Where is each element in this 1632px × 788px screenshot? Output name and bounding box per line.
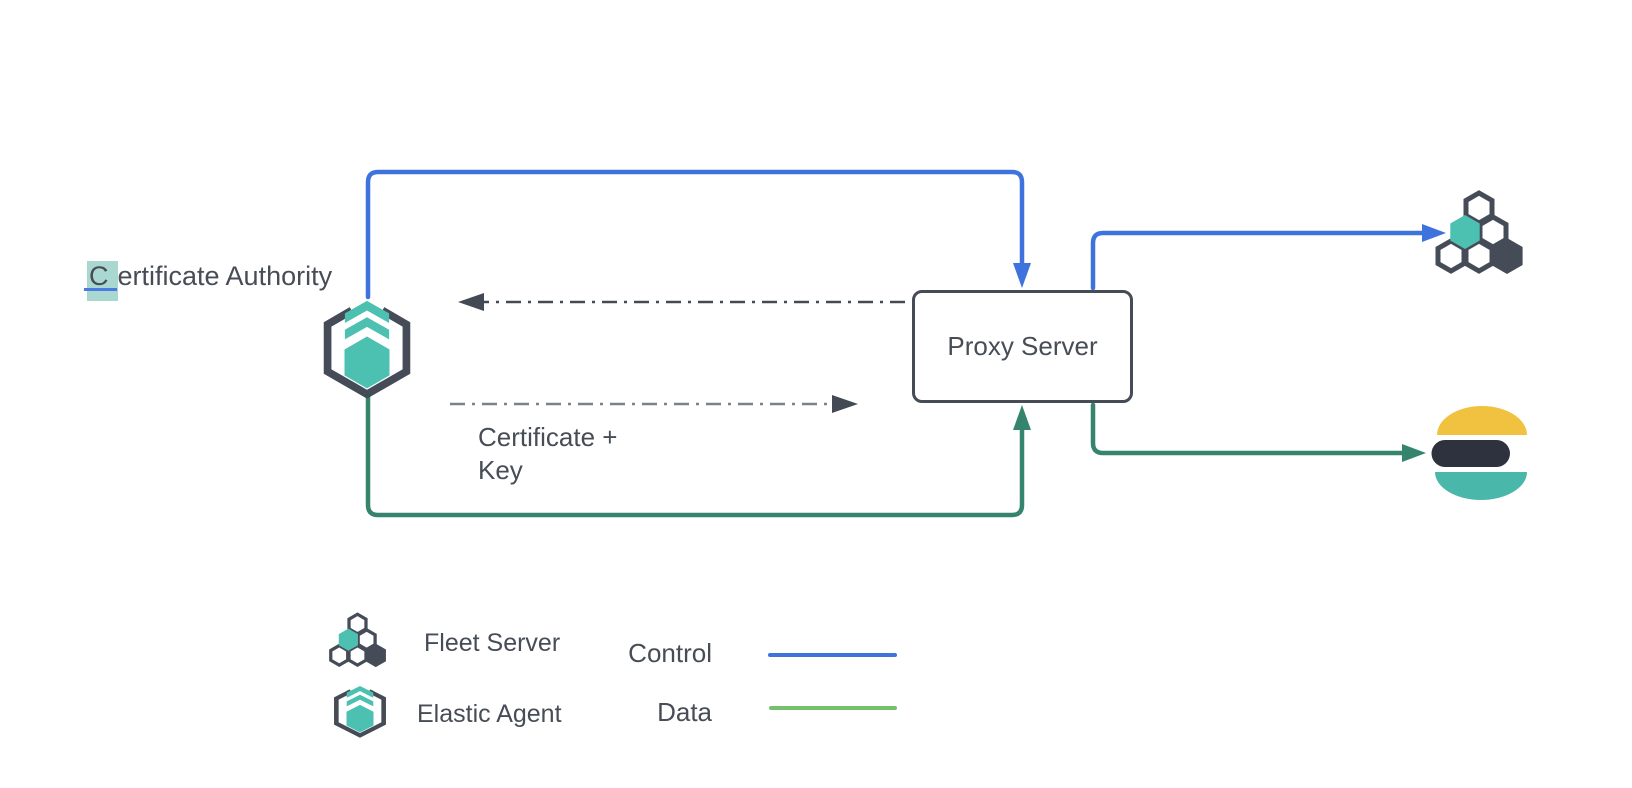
- agent-chevron-top: [344, 300, 390, 323]
- data-line: [1090, 402, 1406, 456]
- certificate-return-connector[interactable]: [458, 293, 905, 311]
- fleet-hex-dark: [1491, 238, 1523, 274]
- control-connector-proxy-to-fleet[interactable]: [1090, 224, 1446, 291]
- elastic-agent-icon[interactable]: [317, 296, 417, 400]
- legend-control-line-swatch[interactable]: [768, 653, 897, 657]
- data-connector-agent-to-proxy[interactable]: [365, 393, 1031, 518]
- elasticsearch-icon[interactable]: [1430, 403, 1530, 501]
- arrowhead-down-icon: [1013, 263, 1031, 288]
- text-caret-underline: [84, 288, 117, 291]
- elasticsearch-bottom-arc: [1435, 472, 1527, 500]
- data-connector-proxy-to-elasticsearch[interactable]: [1090, 402, 1426, 462]
- agent-bracket-frame: [323, 307, 411, 399]
- legend-control-label[interactable]: Control: [628, 638, 712, 668]
- agent-chevron-bottom: [344, 317, 390, 340]
- legend-fleet-server-label[interactable]: Fleet Server: [424, 629, 561, 657]
- arrowhead-right-icon: [1402, 444, 1426, 462]
- fleet-hex-dark: [365, 643, 386, 668]
- arrowhead-up-icon: [1013, 405, 1031, 430]
- text-selection-highlight: C: [87, 261, 118, 301]
- arrowhead-left-icon: [458, 293, 484, 311]
- certificate-authority-text: ertificate Authority: [117, 261, 333, 291]
- control-line: [1090, 230, 1426, 291]
- fleet-server-icon[interactable]: [1431, 188, 1527, 280]
- agent-bracket-frame: [334, 689, 386, 738]
- proxy-server-label: Proxy Server: [947, 331, 1098, 361]
- agent-chevron-bottom: [346, 694, 374, 707]
- agent-chevron-top: [346, 686, 374, 698]
- legend-data-line-swatch[interactable]: [769, 706, 897, 710]
- arrowhead-right-icon: [832, 395, 858, 413]
- data-line: [365, 393, 1025, 518]
- proxy-server-box[interactable]: Proxy Server: [912, 290, 1133, 403]
- control-connector-agent-to-proxy[interactable]: [365, 169, 1031, 300]
- elasticsearch-middle-bar: [1431, 440, 1510, 467]
- fleet-hex-teal: [338, 628, 358, 651]
- agent-hexagon: [344, 336, 390, 389]
- agent-hexagon: [346, 704, 374, 733]
- certificate-key-connector[interactable]: [450, 395, 858, 413]
- legend-fleet-server-icon[interactable]: [326, 611, 389, 671]
- fleet-hex-teal: [1450, 215, 1480, 249]
- arrowhead-right-icon: [1422, 224, 1446, 242]
- legend-data-label[interactable]: Data: [657, 697, 712, 727]
- elasticsearch-top-arc: [1437, 406, 1527, 435]
- legend-elastic-agent-icon[interactable]: [330, 684, 390, 738]
- control-line: [365, 169, 1025, 300]
- legend-elastic-agent-label[interactable]: Elastic Agent: [417, 700, 562, 728]
- certificate-key-label[interactable]: Certificate + Key: [478, 422, 618, 485]
